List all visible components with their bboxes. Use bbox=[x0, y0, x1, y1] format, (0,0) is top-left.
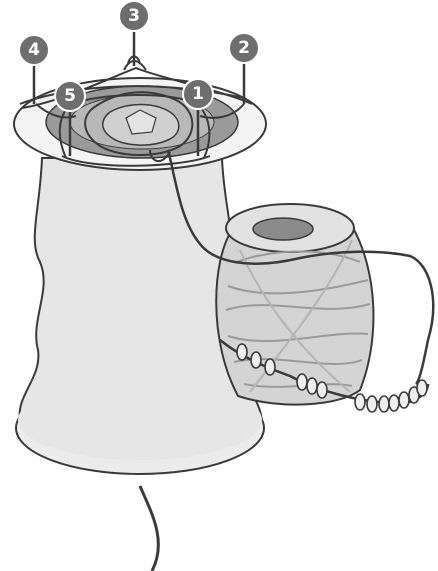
callout-1: 1 bbox=[183, 79, 213, 109]
yarn-tail bbox=[140, 486, 158, 571]
callout-5-label: 5 bbox=[64, 86, 76, 106]
callout-4: 4 bbox=[19, 35, 49, 65]
callout-3: 3 bbox=[119, 1, 149, 31]
callout-2: 2 bbox=[229, 33, 259, 63]
yarn-ball-core-hole bbox=[253, 218, 313, 240]
callout-5: 5 bbox=[55, 81, 85, 111]
callout-3-label: 3 bbox=[128, 6, 140, 26]
callout-2-label: 2 bbox=[238, 38, 250, 58]
yarn-ball bbox=[216, 204, 373, 405]
callout-1-label: 1 bbox=[192, 84, 204, 104]
callout-4-label: 4 bbox=[28, 40, 40, 60]
